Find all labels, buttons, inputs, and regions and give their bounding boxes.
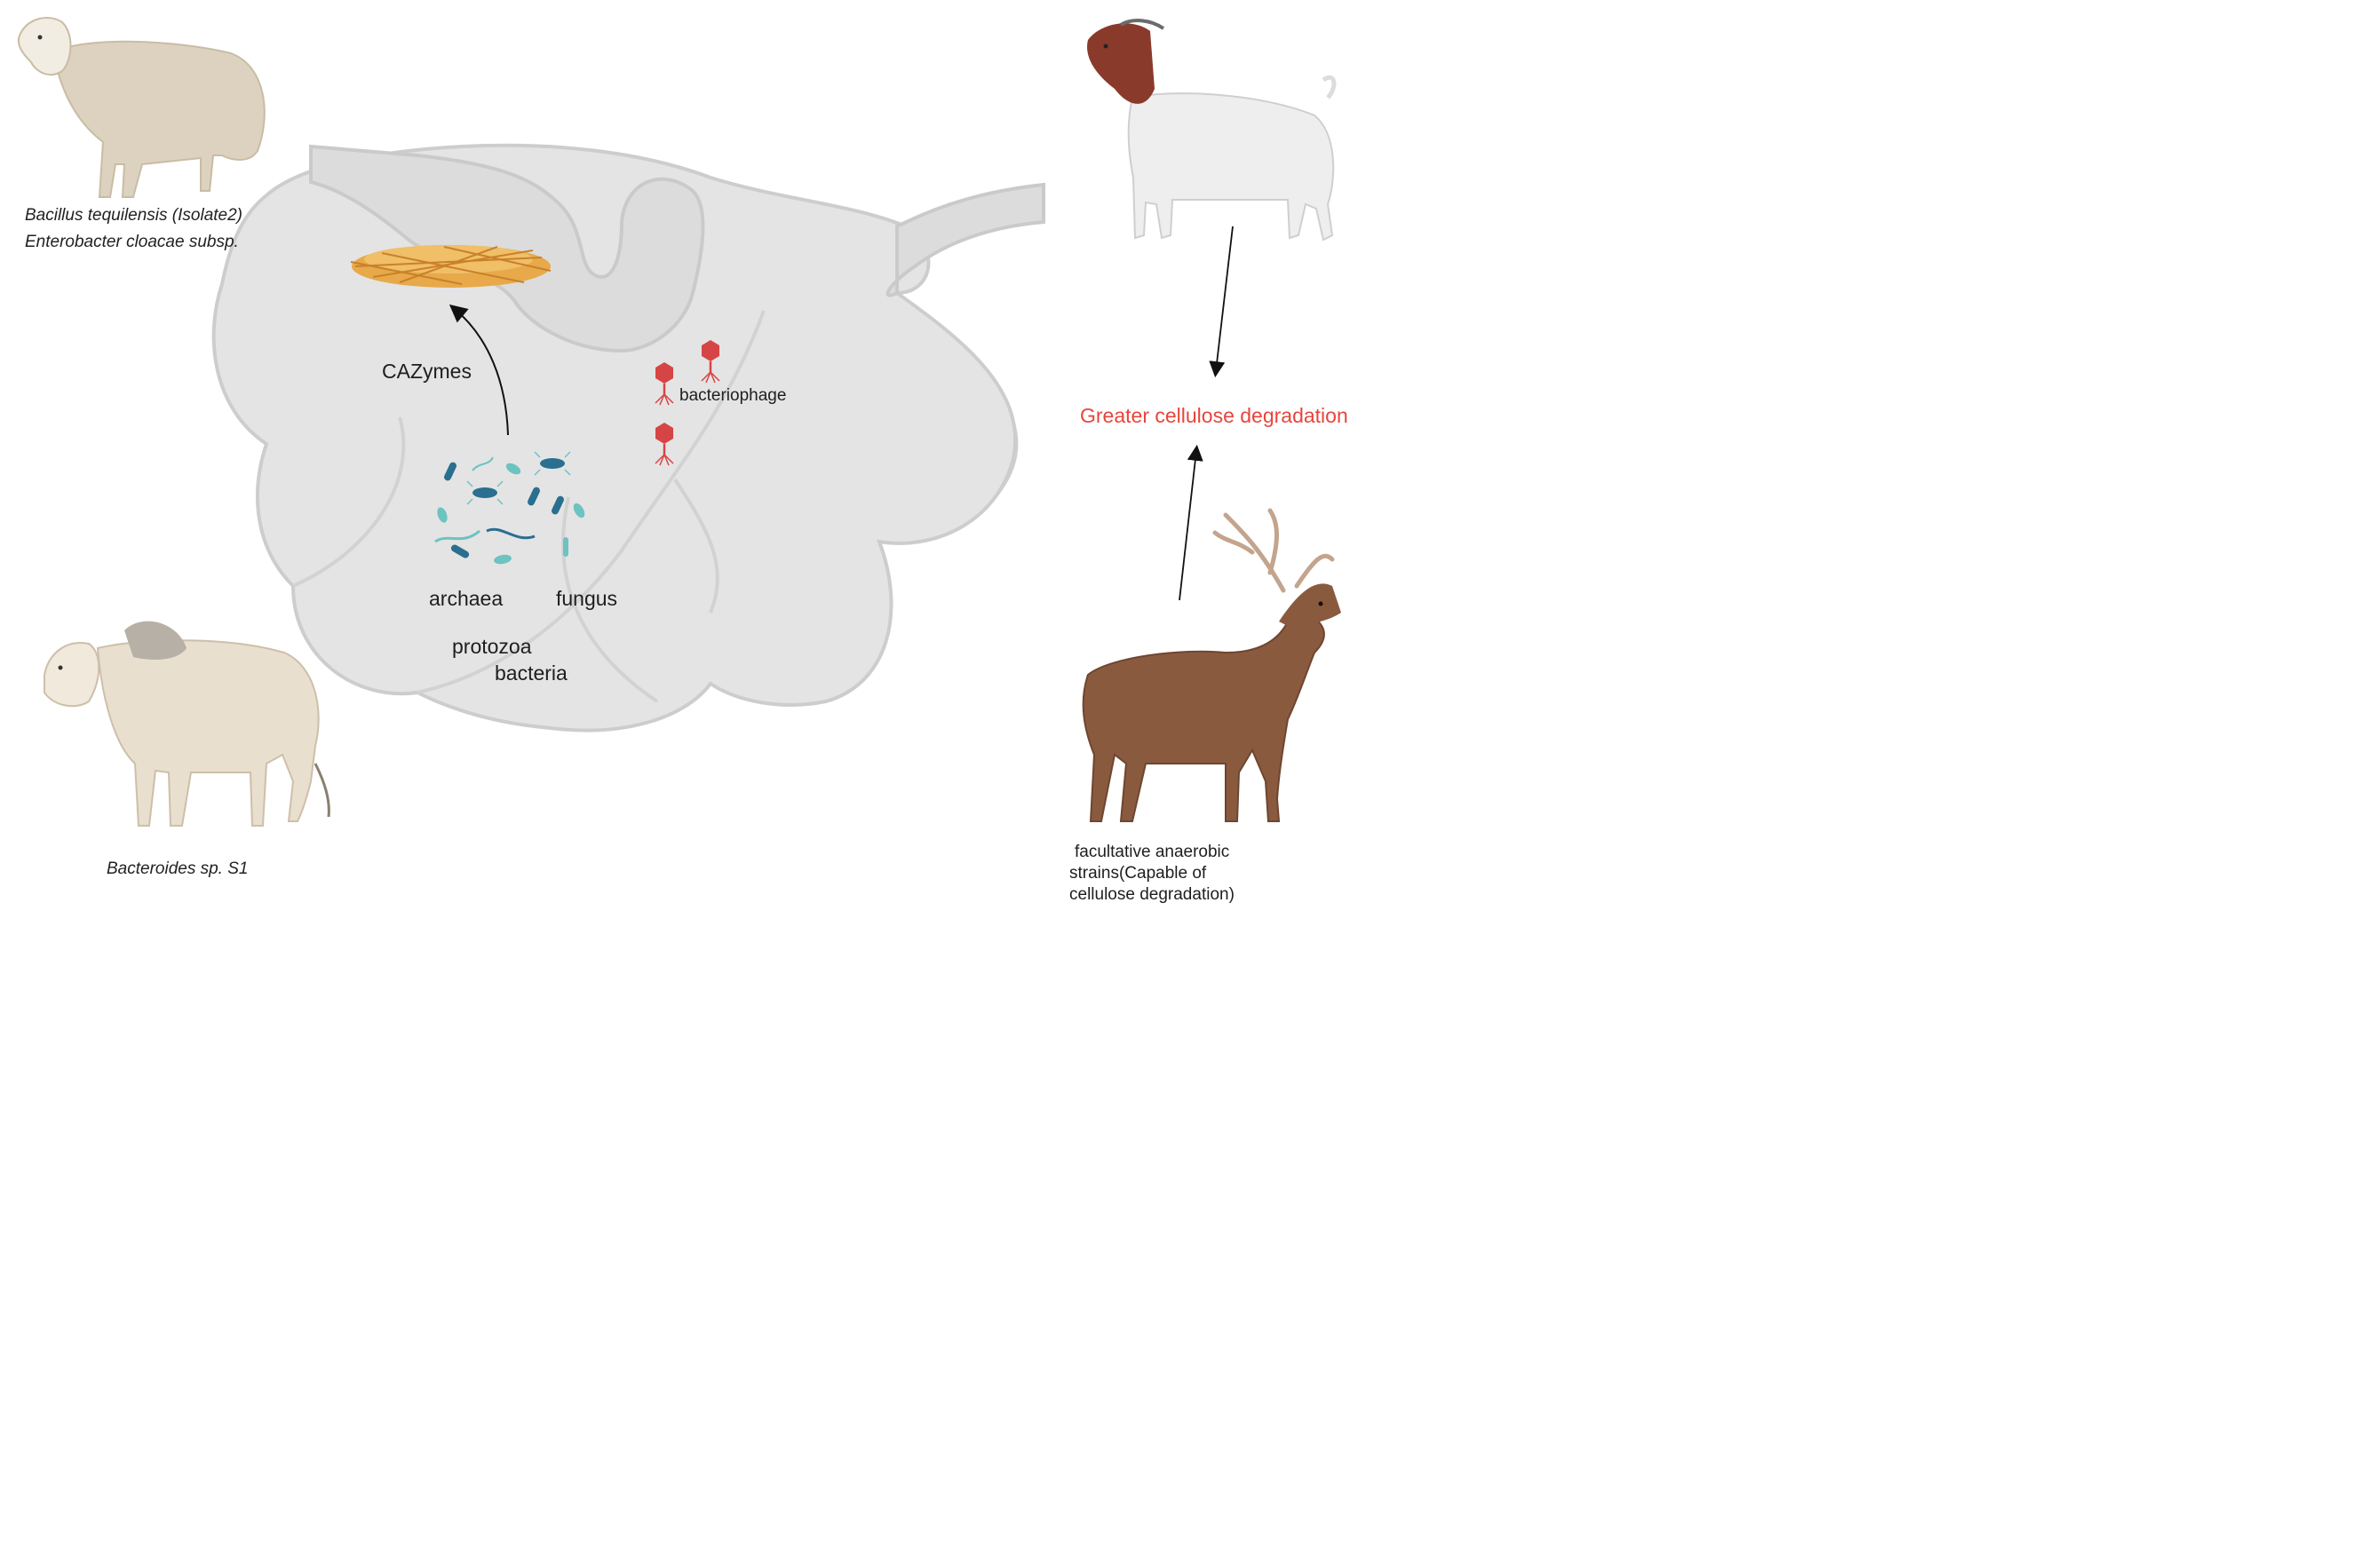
sheep-icon [17,17,266,198]
zebu-cattle-icon [44,621,330,827]
cazymes-label: CAZymes [382,360,472,383]
rumen-main-body [211,143,1018,733]
bacteriophage-label: bacteriophage [679,386,787,405]
cattle-strain-label: Bacteroides sp. S1 [107,859,249,878]
deer-to-outcome-arrow [1179,444,1203,601]
deer-strain-label-3: cellulose degradation) [1069,885,1235,904]
deer-strain-label-1: facultative anaerobic [1075,843,1230,861]
protozoa-label: protozoa [452,635,532,658]
rumen-fold-lower [561,496,659,703]
outcome-label: Greater cellulose degradation [1080,404,1348,427]
microbe-cluster [434,451,585,565]
rumen-illustration [211,143,1045,733]
archaea-label: archaea [429,587,504,610]
bacteria-label: bacteria [495,661,568,685]
sheep-strain-label-2: Enterobacter cloacae subsp. [25,233,239,251]
fungus-label: fungus [556,587,618,610]
deer-icon [1082,508,1341,822]
diagram-canvas [17,17,1341,827]
rumen-fold-left [292,416,406,588]
sheep-strain-label-1: Bacillus tequilensis (Isolate2) [25,206,243,225]
bacteriophage-icon [655,340,720,466]
cazymes-arrow [449,304,509,436]
goat-to-outcome-arrow [1209,226,1234,378]
straw-icon [350,245,552,288]
rumen-fold-center [417,310,766,694]
deer-strain-label-2: strains(Capable of [1069,864,1207,883]
rumen-fold-right [673,478,719,614]
goat-icon [1087,19,1337,242]
rumen-duodenum-tube [885,182,1045,297]
